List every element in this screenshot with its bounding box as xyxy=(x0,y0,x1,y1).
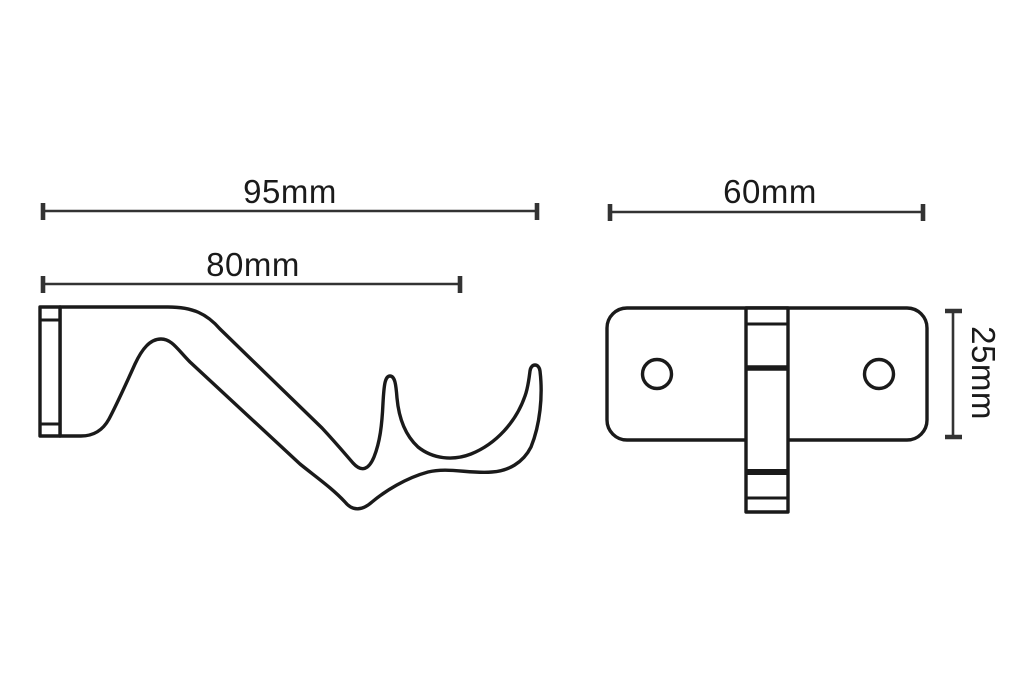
bracket-side-view: 95mm 80mm xyxy=(38,173,543,511)
plate-front-view: 60mm 25mm xyxy=(605,173,1002,514)
dimension-projection: 80mm xyxy=(40,246,463,293)
arm-strip-front xyxy=(744,306,790,514)
dimension-plate-height: 25mm xyxy=(945,308,1002,440)
screw-hole-left xyxy=(640,357,674,391)
wall-plate-side-body xyxy=(38,305,62,438)
dimension-overall-depth: 95mm xyxy=(40,173,540,220)
dimension-label-25mm: 25mm xyxy=(965,326,1002,420)
wall-plate-side xyxy=(38,305,62,438)
dimension-plate-width: 60mm xyxy=(607,173,926,221)
dimension-label-95mm: 95mm xyxy=(243,173,337,210)
screw-hole-right xyxy=(862,357,896,391)
bracket-arm-outline xyxy=(58,305,543,511)
arm-strip-body xyxy=(744,306,790,514)
dimension-label-80mm: 80mm xyxy=(206,246,300,283)
dimension-label-60mm: 60mm xyxy=(723,173,817,210)
